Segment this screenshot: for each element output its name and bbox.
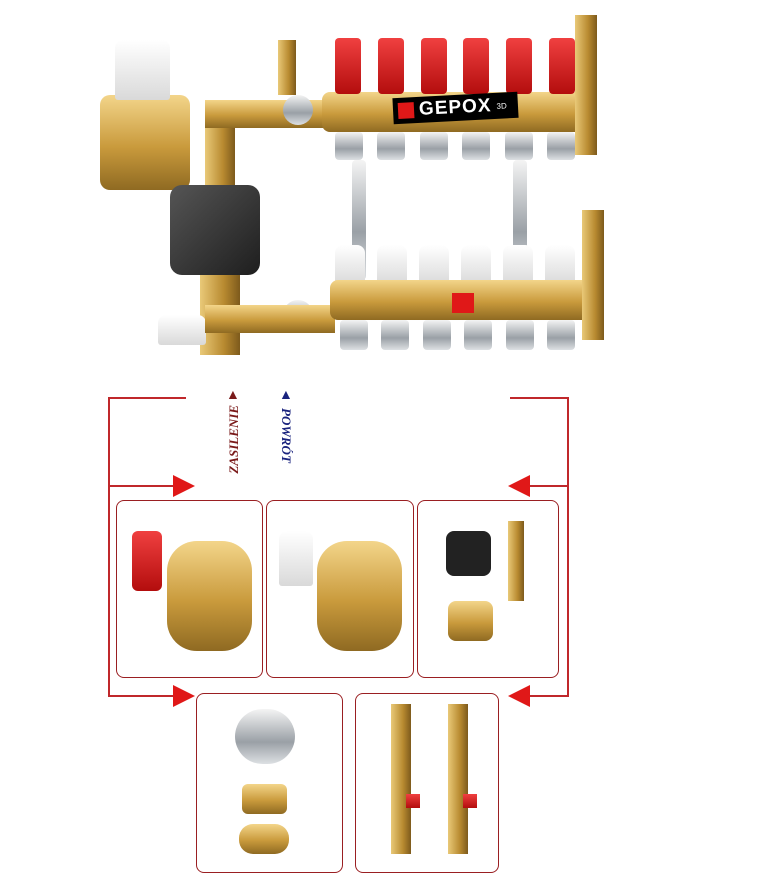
detail-return-manifold (266, 500, 414, 678)
arrow-right-top (173, 475, 195, 497)
flowmeters (335, 38, 575, 94)
mixing-valve-knob (115, 40, 170, 100)
logo-sup: 3D (496, 100, 507, 111)
home-logo-icon (397, 102, 415, 119)
connector-line-right-top (510, 397, 568, 399)
detail-end-fittings (355, 693, 499, 873)
return-elbow (205, 305, 335, 333)
supply-outlets (335, 132, 575, 160)
thermostatic-head (158, 315, 206, 345)
detail-supply-manifold (116, 500, 263, 678)
home-icon (452, 293, 474, 313)
supply-label: ZASILENIE (226, 405, 241, 474)
connector-line-right-bot (530, 695, 568, 697)
connector-line-left-mid (108, 485, 178, 487)
detail-compression-fitting (196, 693, 343, 873)
air-vent-left-top (278, 40, 296, 95)
connector-line-left-top (108, 397, 186, 399)
logo-text: GEPOX (418, 95, 493, 120)
arrow-right-bottom (173, 685, 195, 707)
arrow-left-top (508, 475, 530, 497)
supply-arrow: ▲ (226, 386, 240, 402)
mixing-valve (100, 95, 190, 190)
return-label: POWRÓT (279, 408, 294, 463)
air-vent-right-bottom (582, 210, 604, 340)
detail-pump-group (417, 500, 559, 678)
connector-line-left (108, 397, 110, 697)
connector-line-right (567, 397, 569, 697)
valve-caps (335, 245, 575, 285)
return-arrow: ▲ (279, 386, 293, 402)
connector-line-right-mid (530, 485, 568, 487)
connector-line-left-bot (108, 695, 178, 697)
return-outlets (340, 320, 575, 350)
thermometer-top (283, 95, 313, 125)
circulation-pump (170, 185, 260, 275)
arrow-left-bottom (508, 685, 530, 707)
air-vent-right-top (575, 15, 597, 155)
